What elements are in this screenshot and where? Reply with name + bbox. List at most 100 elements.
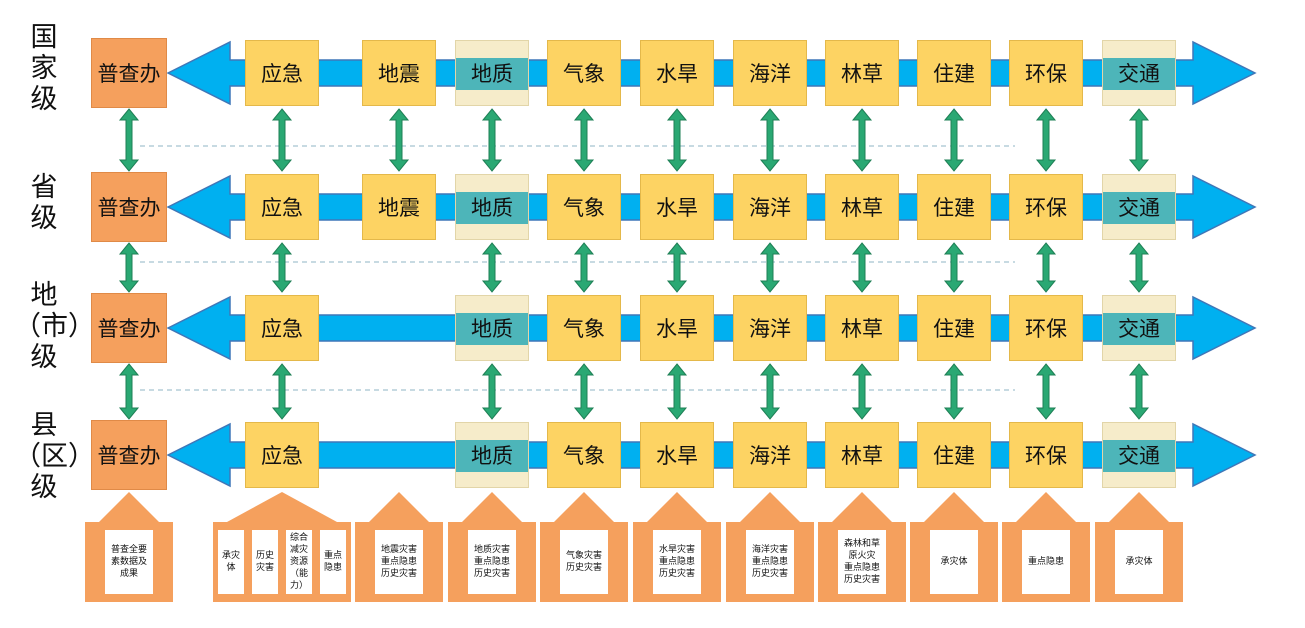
department-label: 水旱 [656, 444, 698, 468]
department-box: 气象 [547, 174, 621, 240]
department-box: 住建 [917, 40, 991, 106]
vertical-connector [388, 108, 410, 172]
vertical-connector [118, 108, 140, 172]
category-pointer [740, 492, 800, 522]
department-box: 住建 [917, 295, 991, 361]
vertical-connector [759, 363, 781, 420]
department-label: 住建 [933, 196, 975, 220]
vertical-connector [943, 242, 965, 293]
department-label: 海洋 [749, 317, 791, 341]
department-label: 林草 [841, 62, 883, 86]
category-text: 海洋灾害 重点隐患 历史灾害 [746, 530, 794, 594]
department-box: 气象 [547, 40, 621, 106]
category-text: 综合 减灾 资源 （能 力） [286, 530, 312, 594]
category-pointer [924, 492, 984, 522]
department-box: 住建 [917, 422, 991, 488]
vertical-connector [118, 363, 140, 420]
department-label: 林草 [841, 444, 883, 468]
department-label: 气象 [563, 444, 605, 468]
vertical-connector [1035, 108, 1057, 172]
department-box: 水旱 [640, 422, 714, 488]
department-label: 普查办 [97, 62, 161, 86]
vertical-connector [118, 242, 140, 293]
department-box: 地震 [362, 174, 436, 240]
department-label: 水旱 [656, 317, 698, 341]
department-label: 环保 [1025, 62, 1067, 86]
department-label: 地震 [378, 62, 420, 86]
department-box: 应急 [245, 40, 319, 106]
department-label: 环保 [1025, 196, 1067, 220]
department-box: 水旱 [640, 40, 714, 106]
department-box: 海洋 [733, 40, 807, 106]
department-label: 地质 [471, 317, 513, 341]
level-label: 县 （区） 级 [14, 410, 95, 503]
department-box: 林草 [825, 40, 899, 106]
category-text: 承灾体 [930, 530, 978, 594]
department-box: 地质 [455, 40, 529, 106]
vertical-connector [573, 363, 595, 420]
vertical-connector [1128, 242, 1150, 293]
level-label: 国 家 级 [30, 22, 58, 115]
department-box: 环保 [1009, 174, 1083, 240]
vertical-connector [943, 363, 965, 420]
department-box: 应急 [245, 174, 319, 240]
department-label: 环保 [1025, 444, 1067, 468]
department-box: 普查办 [91, 293, 167, 363]
department-label: 地震 [378, 196, 420, 220]
category-pointer [1109, 492, 1169, 522]
vertical-connector [573, 108, 595, 172]
vertical-connector [1128, 363, 1150, 420]
category-text: 承灾体 [1115, 530, 1163, 594]
department-box: 环保 [1009, 422, 1083, 488]
department-box: 林草 [825, 422, 899, 488]
vertical-connector [851, 242, 873, 293]
department-box: 交通 [1102, 295, 1176, 361]
vertical-connector [271, 363, 293, 420]
department-box: 林草 [825, 174, 899, 240]
category-pointer [462, 492, 522, 522]
department-label: 地质 [471, 196, 513, 220]
department-label: 地质 [471, 62, 513, 86]
department-box: 地震 [362, 40, 436, 106]
department-label: 海洋 [749, 62, 791, 86]
department-label: 交通 [1118, 196, 1160, 220]
department-box: 气象 [547, 422, 621, 488]
vertical-connector [666, 108, 688, 172]
department-label: 交通 [1118, 444, 1160, 468]
department-box: 环保 [1009, 295, 1083, 361]
department-box: 水旱 [640, 295, 714, 361]
department-box: 海洋 [733, 295, 807, 361]
department-label: 气象 [563, 196, 605, 220]
department-box: 环保 [1009, 40, 1083, 106]
department-box: 交通 [1102, 174, 1176, 240]
department-box: 普查办 [91, 420, 167, 490]
category-text: 地质灾害 重点隐患 历史灾害 [468, 530, 516, 594]
vertical-connector [481, 242, 503, 293]
vertical-connector [1128, 108, 1150, 172]
department-label: 环保 [1025, 317, 1067, 341]
department-label: 住建 [933, 62, 975, 86]
category-pointer [99, 492, 159, 522]
department-box: 住建 [917, 174, 991, 240]
category-text: 水旱灾害 重点隐患 历史灾害 [653, 530, 701, 594]
department-box: 普查办 [91, 172, 167, 242]
category-pointer [832, 492, 892, 522]
level-label: 省 级 [30, 172, 58, 234]
vertical-connector [481, 363, 503, 420]
category-text: 气象灾害 历史灾害 [560, 530, 608, 594]
department-box: 地质 [455, 174, 529, 240]
category-text: 普查全要 素数据及 成果 [105, 530, 153, 594]
vertical-connector [271, 108, 293, 172]
vertical-connector [759, 108, 781, 172]
department-label: 气象 [563, 317, 605, 341]
department-label: 水旱 [656, 62, 698, 86]
department-box: 海洋 [733, 174, 807, 240]
category-pointer [554, 492, 614, 522]
department-label: 海洋 [749, 444, 791, 468]
department-box: 水旱 [640, 174, 714, 240]
department-box: 应急 [245, 422, 319, 488]
department-box: 交通 [1102, 422, 1176, 488]
department-label: 交通 [1118, 317, 1160, 341]
department-label: 水旱 [656, 196, 698, 220]
